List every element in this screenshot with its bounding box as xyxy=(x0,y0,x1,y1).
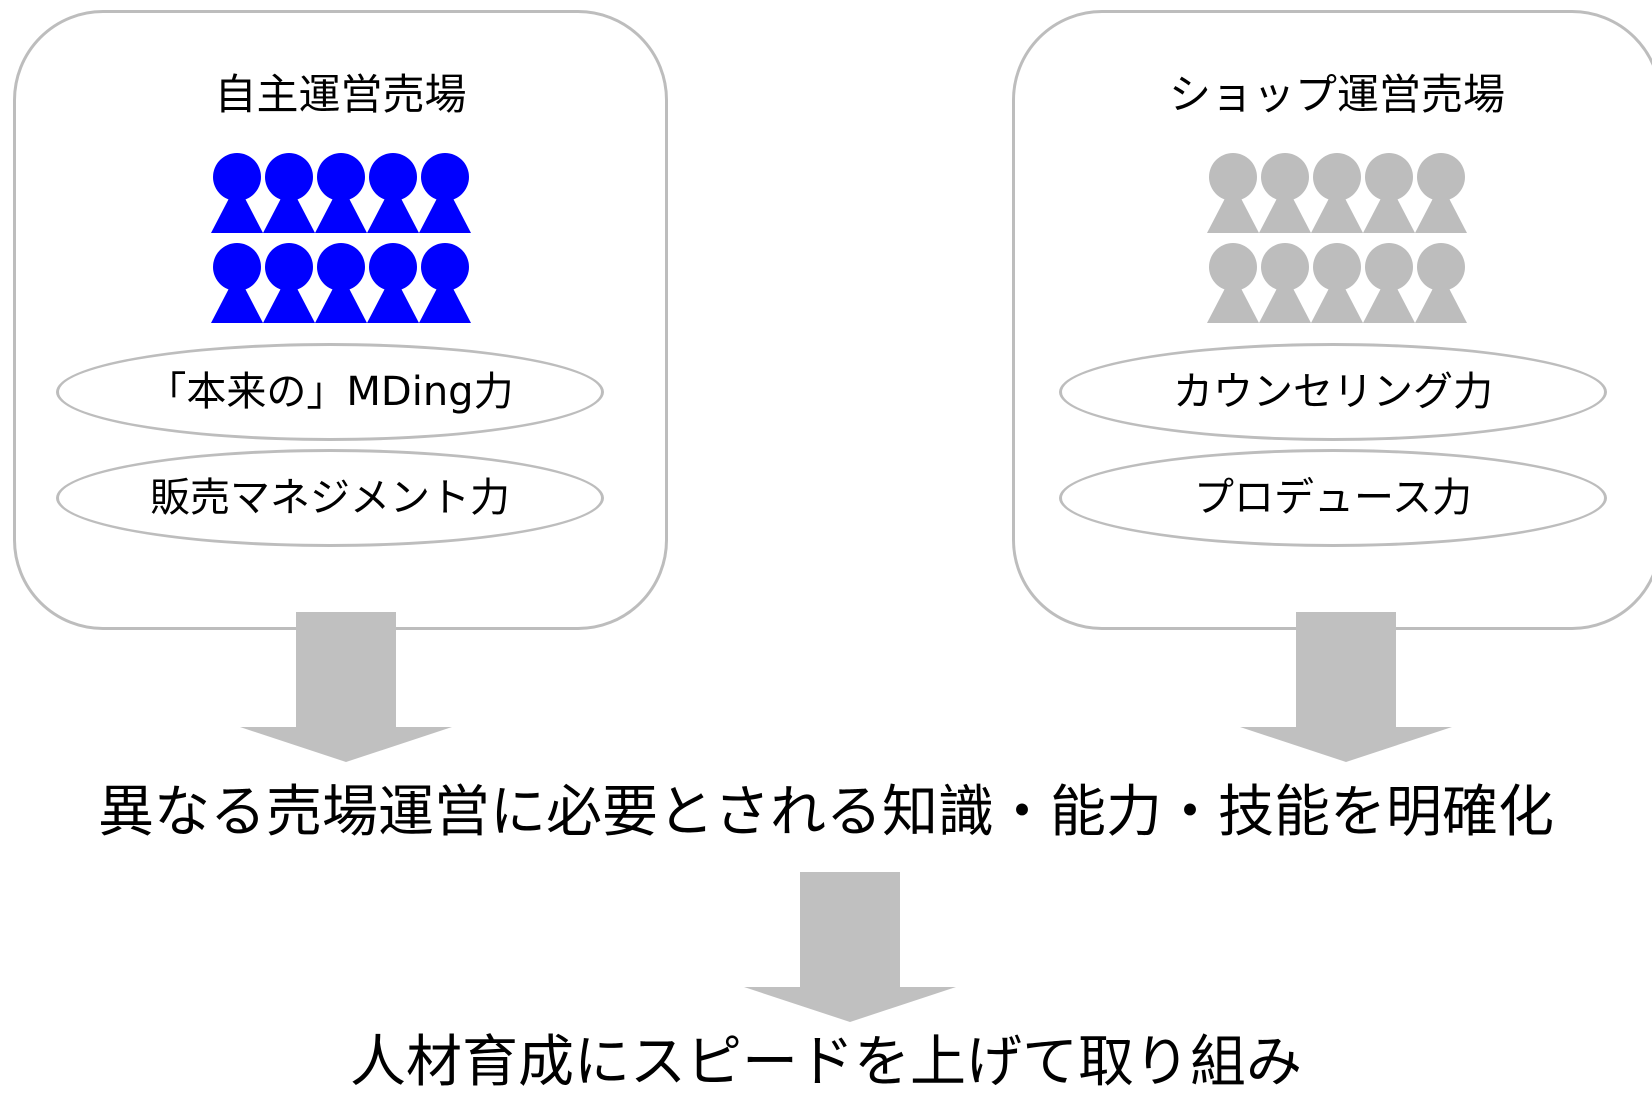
person-icon xyxy=(1363,243,1415,323)
person-icon xyxy=(1415,243,1467,323)
person-icon xyxy=(314,153,367,233)
goal-statement: 人材育成にスピードを上げて取り組み xyxy=(350,1030,1302,1095)
clarify-statement: 異なる売場運営に必要とされる知識・能力・技能を明確化 xyxy=(98,780,1554,845)
person-icon xyxy=(262,153,315,233)
person-icon xyxy=(1311,153,1363,233)
person-icon xyxy=(1207,243,1259,323)
panel-title: 自主運営売場 xyxy=(214,70,467,119)
person-icon xyxy=(210,243,263,323)
skill-ellipse: カウンセリング力 xyxy=(1059,343,1607,441)
skill-ellipse: 販売マネジメント力 xyxy=(56,449,604,547)
person-icon xyxy=(366,153,419,233)
own-managed-floor-panel: 自主運営売場 「本来の」MDing力 販売マネジメント力 xyxy=(13,10,668,630)
person-icon xyxy=(418,243,471,323)
person-icon xyxy=(1415,153,1467,233)
shop-managed-floor-panel: ショップ運営売場 カウンセリング力 プロデュース力 xyxy=(1012,10,1652,630)
panel-title: ショップ運営売場 xyxy=(1168,70,1505,119)
person-icon xyxy=(210,153,263,233)
person-icon xyxy=(1311,243,1363,323)
person-icon xyxy=(314,243,367,323)
skill-ellipse: 「本来の」MDing力 xyxy=(56,343,604,441)
person-icon xyxy=(418,153,471,233)
person-icon xyxy=(1259,243,1311,323)
person-icon xyxy=(1363,153,1415,233)
people-group-icon xyxy=(16,153,665,353)
down-arrow-icon xyxy=(1240,612,1452,762)
down-arrow-icon xyxy=(240,612,452,762)
person-icon xyxy=(1259,153,1311,233)
person-icon xyxy=(366,243,419,323)
skill-ellipse: プロデュース力 xyxy=(1059,449,1607,547)
down-arrow-icon xyxy=(744,872,956,1022)
people-group-icon xyxy=(1015,153,1652,353)
person-icon xyxy=(1207,153,1259,233)
person-icon xyxy=(262,243,315,323)
